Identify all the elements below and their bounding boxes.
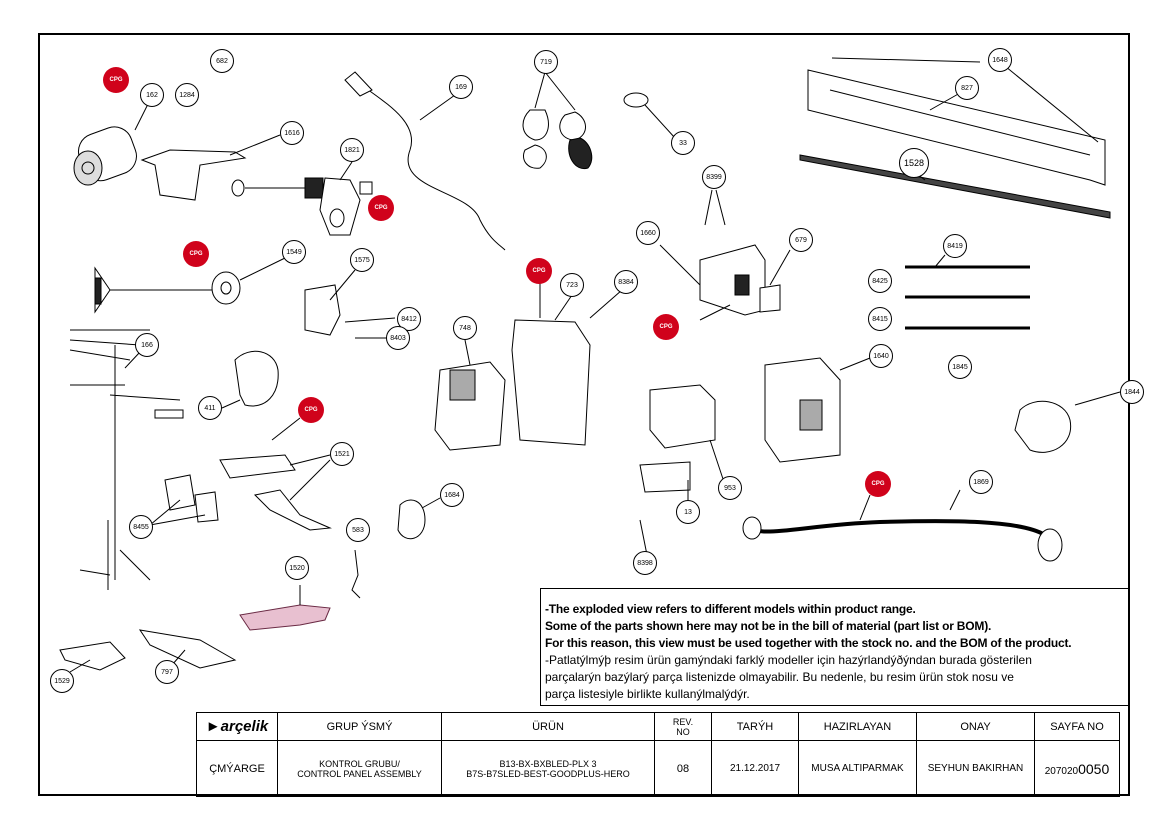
callout-682: 682 [210, 49, 234, 73]
page-number: 2070200050 [1034, 740, 1120, 797]
header-product: ÜRÜN [441, 712, 655, 741]
note-en-2: Some of the parts shown here may not be … [545, 619, 992, 633]
callout-953: 953 [718, 476, 742, 500]
callout-748: 748 [453, 316, 477, 340]
note-en-3: For this reason, this view must be used … [545, 636, 1072, 650]
callout-162: 162 [140, 83, 164, 107]
date-value: 21.12.2017 [711, 740, 799, 797]
header-approval: ONAY [916, 712, 1035, 741]
callout-797: 797 [155, 660, 179, 684]
group-name: KONTROL GRUBU/CONTROL PANEL ASSEMBLY [277, 740, 442, 797]
callout-1521: 1521 [330, 442, 354, 466]
callout-1640: 1640 [869, 344, 893, 368]
callout-1821: 1821 [340, 138, 364, 162]
callout-13: 13 [676, 500, 700, 524]
callout-8455: 8455 [129, 515, 153, 539]
callout-8425: 8425 [868, 269, 892, 293]
callout-1284: 1284 [175, 83, 199, 107]
callout-169: 169 [449, 75, 473, 99]
cpg-badge: CPG [103, 67, 129, 93]
title-block: ►arçelik GRUP ÝSMÝ ÜRÜN REV.NO TARÝH HAZ… [196, 712, 1120, 797]
note-en-1: -The exploded view refers to different m… [545, 602, 916, 616]
callout-8399: 8399 [702, 165, 726, 189]
callout-1660: 1660 [636, 221, 660, 245]
prepared-by: MUSA ALTIPARMAK [798, 740, 917, 797]
cpg-badge: CPG [368, 195, 394, 221]
callout-723: 723 [560, 273, 584, 297]
callout-8403: 8403 [386, 326, 410, 350]
callout-1575: 1575 [350, 248, 374, 272]
header-rev: REV.NO [654, 712, 712, 741]
cpg-badge: CPG [865, 471, 891, 497]
header-prepared: HAZIRLAYAN [798, 712, 917, 741]
callout-1869: 1869 [969, 470, 993, 494]
callout-411: 411 [198, 396, 222, 420]
callout-1520: 1520 [285, 556, 309, 580]
callout-1844: 1844 [1120, 380, 1144, 404]
rev-no: 08 [654, 740, 712, 797]
notes-box: -The exploded view refers to different m… [540, 588, 1130, 706]
callout-827: 827 [955, 76, 979, 100]
callout-583: 583 [346, 518, 370, 542]
approved-by: SEYHUN BAKIRHAN [916, 740, 1035, 797]
brand-logo: ►arçelik [196, 712, 278, 741]
note-tr-3: parça listesiyle birlikte kullanýlmalýdý… [545, 687, 750, 701]
capacitor-part [73, 126, 137, 186]
callout-1845: 1845 [948, 355, 972, 379]
cpg-badge: CPG [298, 397, 324, 423]
callout-1648: 1648 [988, 48, 1012, 72]
header-group: GRUP ÝSMÝ [277, 712, 442, 741]
callout-8415: 8415 [868, 307, 892, 331]
note-tr-1: -Patlatýlmýþ resim ürün gamýndaki farklý… [545, 653, 1032, 667]
callout-1529: 1529 [50, 669, 74, 693]
header-date: TARÝH [711, 712, 799, 741]
callout-1528: 1528 [899, 148, 929, 178]
note-tr-2: parçalarýn bazýlarý parça listenizde olm… [545, 670, 1014, 684]
callout-166: 166 [135, 333, 159, 357]
callout-1684: 1684 [440, 483, 464, 507]
header-page: SAYFA NO [1034, 712, 1120, 741]
callout-8384: 8384 [614, 270, 638, 294]
cpg-badge: CPG [183, 241, 209, 267]
callout-679: 679 [789, 228, 813, 252]
callout-1616: 1616 [280, 121, 304, 145]
cpg-badge: CPG [653, 314, 679, 340]
callout-33: 33 [671, 131, 695, 155]
callout-719: 719 [534, 50, 558, 74]
row-label: ÇMÝARGE [196, 740, 278, 797]
cpg-badge: CPG [526, 258, 552, 284]
callout-8398: 8398 [633, 551, 657, 575]
callout-8419: 8419 [943, 234, 967, 258]
callout-1549: 1549 [282, 240, 306, 264]
